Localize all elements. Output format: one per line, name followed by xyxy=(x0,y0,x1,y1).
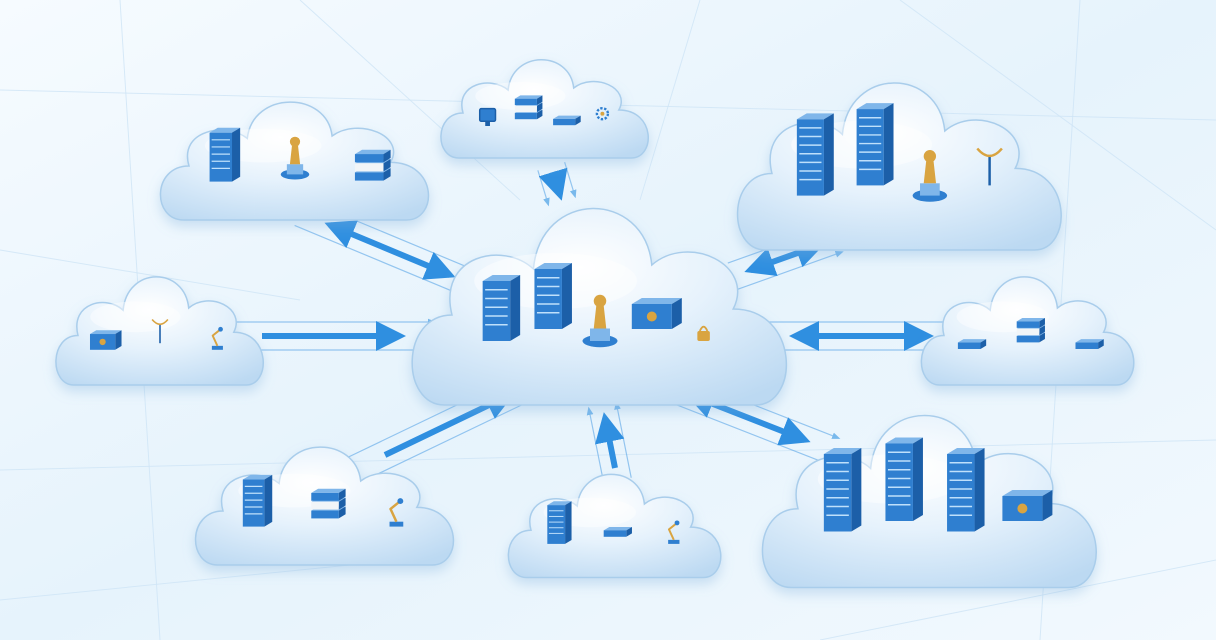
server-rack-icon xyxy=(209,127,241,182)
cloud-shape xyxy=(440,59,649,159)
server-stack-icon xyxy=(514,95,543,120)
server-tower-icon xyxy=(823,448,862,532)
link-cloud-top-center-to-central-cloud xyxy=(537,161,577,207)
firewall-box-icon xyxy=(631,298,682,329)
chess-piece-icon xyxy=(582,294,618,348)
lighthouse-icon xyxy=(912,150,948,202)
storage-box-icon xyxy=(553,115,581,126)
cloud-middle-right[interactable] xyxy=(920,276,1135,386)
grid-line xyxy=(0,439,1216,471)
arrow xyxy=(538,167,568,201)
server-rack-icon xyxy=(534,263,572,329)
robot-arm-icon xyxy=(667,520,680,544)
lamp-icon xyxy=(211,326,223,350)
storage-box-icon xyxy=(603,526,632,537)
arrow xyxy=(594,412,625,469)
server-stack-icon xyxy=(354,149,391,181)
cloud-highlight xyxy=(90,301,181,333)
server-rack-icon xyxy=(482,275,521,341)
server-rack-icon xyxy=(547,501,572,544)
grid-line xyxy=(0,249,301,301)
arrow xyxy=(324,220,456,280)
guide-line xyxy=(586,406,605,484)
cloud-bottom-left[interactable] xyxy=(194,446,455,566)
link-cloud-bottom-center-to-central-cloud xyxy=(586,401,632,484)
grid-line xyxy=(299,0,521,201)
padlock-icon xyxy=(697,325,710,341)
server-tower-icon xyxy=(856,103,894,186)
server-stack-icon xyxy=(1016,318,1045,343)
grid-line xyxy=(0,559,401,601)
cloud-top-right[interactable] xyxy=(736,82,1062,251)
server-tower-icon xyxy=(796,113,834,196)
cloud-bottom-right[interactable] xyxy=(761,414,1097,589)
server-tower-icon xyxy=(947,448,985,532)
cloud-bottom-center[interactable] xyxy=(507,473,722,579)
storage-box-icon xyxy=(1075,339,1104,349)
guide-line xyxy=(359,391,549,484)
central-cloud[interactable] xyxy=(411,207,788,406)
cloud-top-left[interactable] xyxy=(159,101,430,221)
antenna-icon xyxy=(151,319,169,344)
gear-icon xyxy=(595,106,610,121)
chess-piece-icon xyxy=(280,136,310,180)
grid-line xyxy=(639,0,701,201)
network-switch-icon xyxy=(1002,490,1053,521)
satellite-dish-icon xyxy=(976,147,1003,186)
cloud-nodes xyxy=(55,59,1135,589)
cloud-shape xyxy=(507,473,722,579)
robot-arm-icon xyxy=(389,498,404,527)
server-stack-icon xyxy=(311,488,346,519)
grid-line xyxy=(819,559,1216,640)
server-tower-icon xyxy=(885,437,923,521)
link-cloud-middle-left-to-central-cloud xyxy=(227,318,437,354)
grid-line xyxy=(899,0,1216,231)
cloud-middle-left[interactable] xyxy=(55,276,264,386)
monitor-icon xyxy=(478,107,497,126)
storage-box-icon xyxy=(957,339,987,349)
router-icon xyxy=(89,330,122,350)
cloud-top-center[interactable] xyxy=(440,59,649,159)
server-rack-icon xyxy=(242,474,273,527)
